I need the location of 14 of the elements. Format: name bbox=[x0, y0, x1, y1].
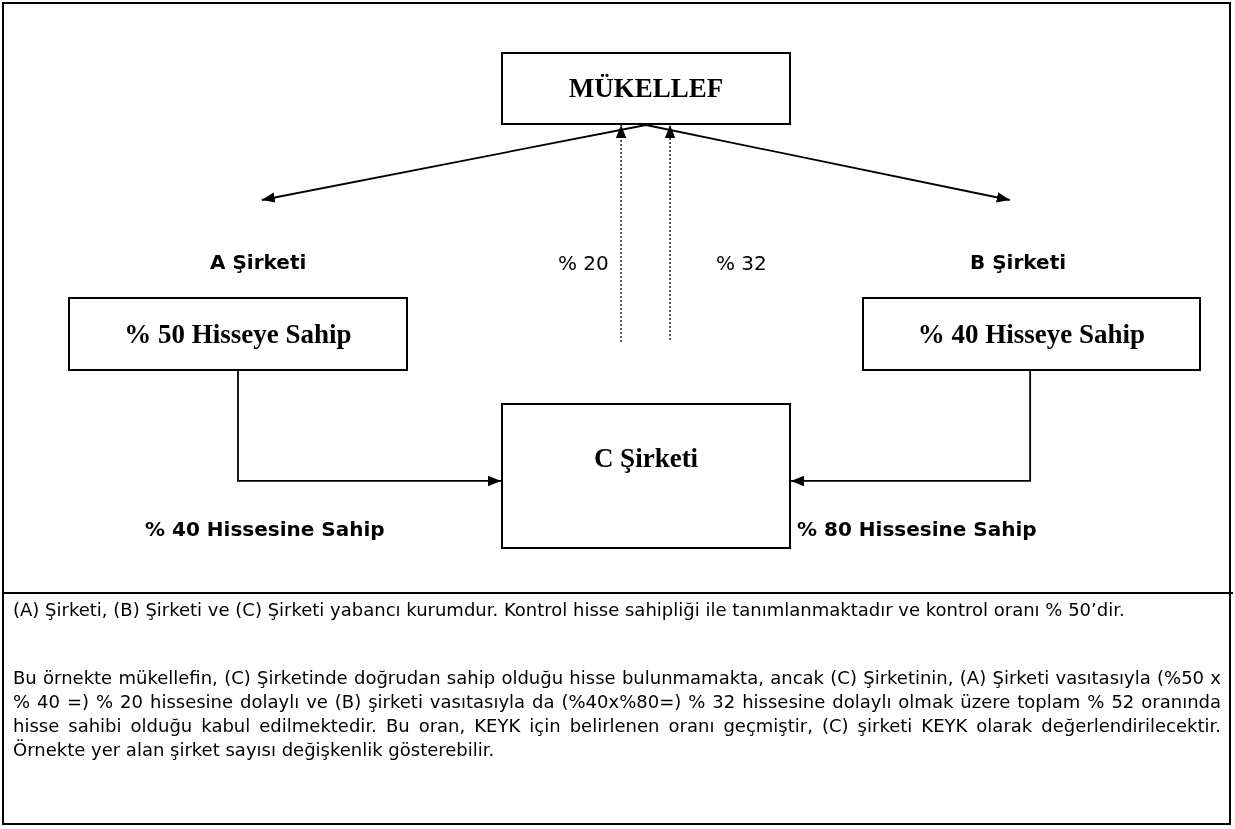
company-heading: A Şirketi bbox=[210, 250, 307, 274]
paragraph: (A) Şirketi, (B) Şirketi ve (C) Şirketi yabancı kurumdur. Kontrol hisse sahipliği ile tanımlanmaktadır ve kontrol oranı % 50’dir. bbox=[13, 598, 1126, 622]
arrow bbox=[260, 124, 647, 203]
arrow bbox=[645, 124, 1011, 203]
process-box: % 50 Hisseye Sahip bbox=[68, 297, 408, 371]
process-box: C Şirketi bbox=[501, 403, 791, 549]
arrow bbox=[237, 370, 502, 487]
dotted-arrow bbox=[664, 124, 676, 341]
process-box: MÜKELLEF bbox=[501, 52, 791, 125]
company-heading: B Şirketi bbox=[970, 250, 1067, 274]
process-box: % 40 Hisseye Sahip bbox=[862, 297, 1201, 371]
dotted-arrow bbox=[615, 124, 627, 343]
paragraph: Bu örnekte mükellefin, (C) Şirketinde doğrudan sahip olduğu hisse bulunmamakta, ancak (C) Şirketinin, (A) Şirketi vasıtasıyla (%50 x % 40 =) % 20 hissesine dolaylı ve (B) şirketi vasıtasıyla da (%40x%80=) % 32 hissesine dolaylı olmak üzere toplam % 52 oranında hisse sahibi olduğu kabul edilmektedir. Bu oran, KEYK için belirlenen oranı geçmiştir, (C) şirketi KEYK olarak değerlendirilecektir. Örnekte yer alan şirket sayısı değişkenlik gösterebilir. bbox=[13, 666, 1221, 762]
arrow bbox=[790, 370, 1032, 487]
